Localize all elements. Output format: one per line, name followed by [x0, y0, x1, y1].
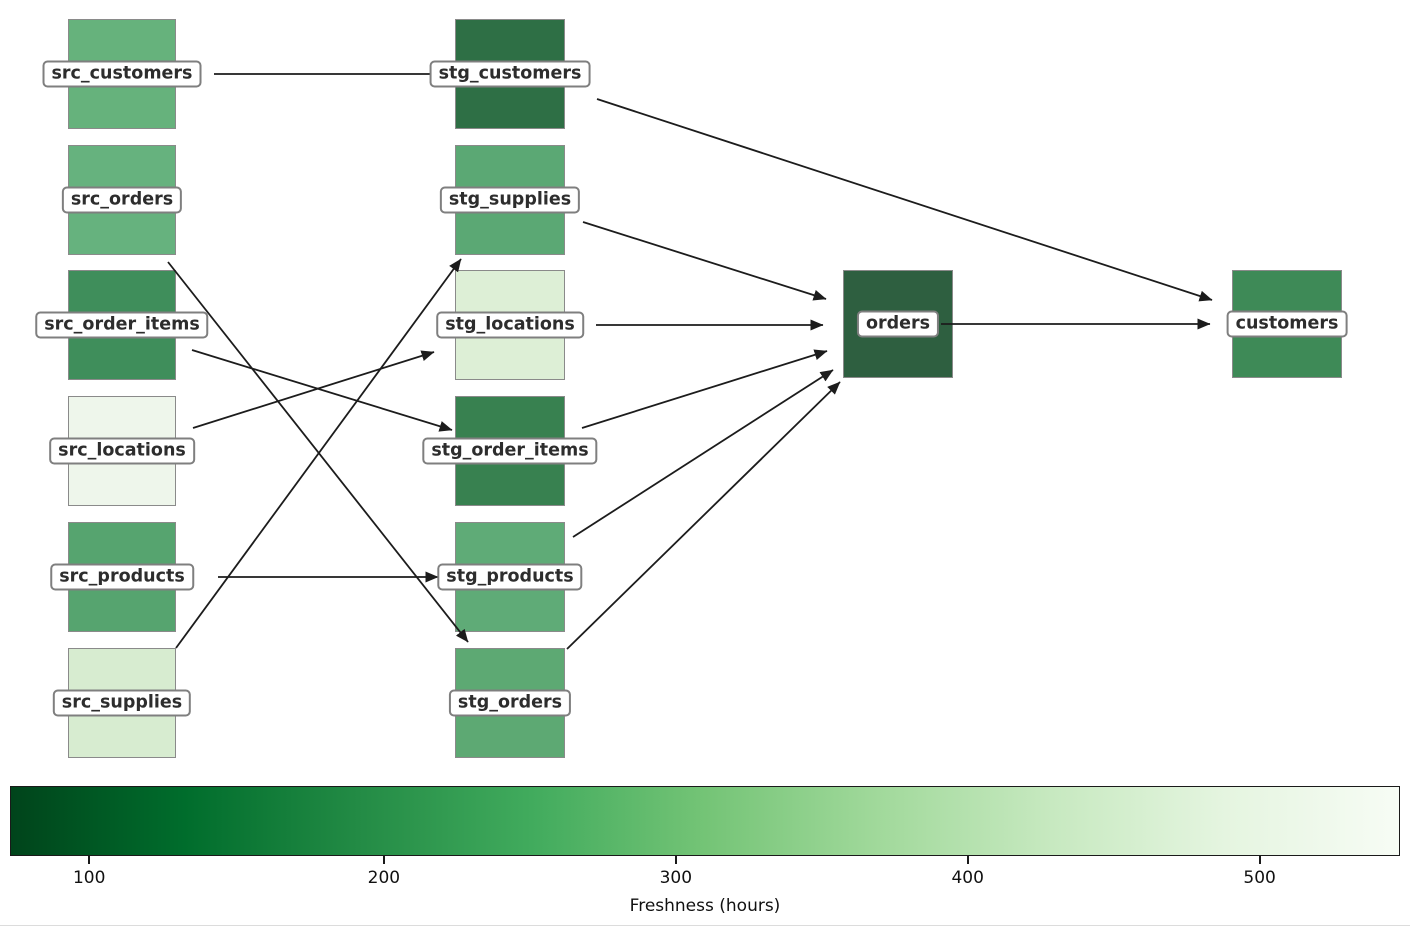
node-stg_orders-label: stg_orders	[448, 689, 572, 717]
colorbar: 100 200 300 400 500 Freshness (hours)	[10, 786, 1400, 926]
node-src_order_items-label: src_order_items	[35, 311, 209, 339]
node-src_customers-label: src_customers	[42, 60, 202, 88]
node-src_orders-label: src_orders	[61, 186, 183, 214]
colorbar-tick-mark	[966, 856, 969, 864]
colorbar-tick-label: 500	[1243, 868, 1276, 888]
colorbar-tick-mark	[674, 856, 677, 864]
colorbar-axis-label: Freshness (hours)	[629, 896, 781, 916]
node-stg_products-label: stg_products	[437, 563, 583, 591]
node-stg_order_items-label: stg_order_items	[422, 437, 598, 465]
colorbar-tick-label: 300	[659, 868, 693, 888]
colorbar-tick-mark	[88, 856, 91, 864]
node-customers-label: customers	[1226, 310, 1348, 338]
node-src_locations-label: src_locations	[49, 437, 195, 465]
colorbar-tick-label: 200	[367, 868, 401, 888]
colorbar-tick-mark	[1258, 856, 1261, 864]
colorbar-tick-label: 100	[72, 868, 106, 888]
node-orders-label: orders	[856, 310, 940, 338]
node-src_supplies-label: src_supplies	[52, 689, 192, 717]
colorbar-tick-mark	[382, 856, 385, 864]
node-stg_locations-label: stg_locations	[436, 311, 584, 339]
colorbar-gradient	[10, 786, 1400, 856]
node-src_products-label: src_products	[50, 563, 194, 591]
colorbar-tick-label: 400	[951, 868, 984, 888]
node-stg_customers-label: stg_customers	[429, 60, 591, 88]
node-stg_supplies-label: stg_supplies	[439, 186, 581, 214]
